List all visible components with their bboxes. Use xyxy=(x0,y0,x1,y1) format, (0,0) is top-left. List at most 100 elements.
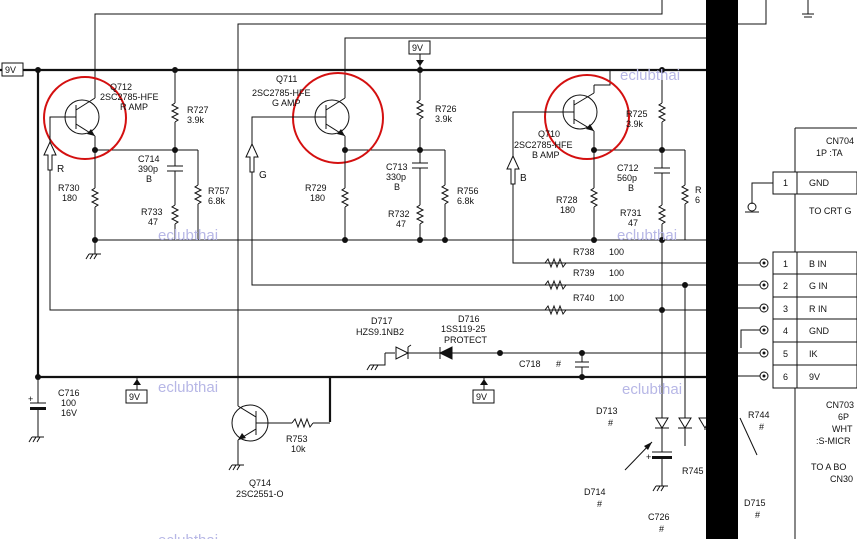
component-value: 3.9k xyxy=(435,114,453,124)
pin-number: 1 xyxy=(783,259,788,269)
component-function: PROTECT xyxy=(444,335,488,345)
pin-name: 9V xyxy=(809,372,820,382)
supply-label: 9V xyxy=(476,392,487,402)
series-resistors: R738 100 R739 100 R740 100 xyxy=(544,240,688,316)
pin-6: 6 9V xyxy=(738,371,820,382)
supply-label: 9V xyxy=(5,65,16,75)
connector-line: 6P xyxy=(838,412,849,422)
component-value: 47 xyxy=(148,217,158,227)
component-ref: R727 xyxy=(187,105,209,115)
component-type: B xyxy=(394,182,400,192)
component-value: 6 xyxy=(695,195,700,205)
connector-line: :S-MICR xyxy=(816,436,851,446)
arrow-label: G xyxy=(259,170,267,181)
pin-name: B IN xyxy=(809,259,827,269)
component-ref: R757 xyxy=(208,186,230,196)
component-part: HZS9.1NB2 xyxy=(356,327,404,337)
component-ref: D717 xyxy=(371,316,393,326)
svg-text:+: + xyxy=(646,452,651,462)
component-type: B xyxy=(146,174,152,184)
component-value: 6.8k xyxy=(208,196,226,206)
component-part: 2SC2551-O xyxy=(236,489,284,499)
supply-label: 9V xyxy=(412,43,423,53)
pin-name: IK xyxy=(809,349,818,359)
watermark: eclubthai xyxy=(158,379,218,396)
arrow-label: B xyxy=(520,173,527,184)
component-value: 100 xyxy=(61,398,76,408)
component-ref: R731 xyxy=(620,208,642,218)
component-ref: Q712 xyxy=(110,82,132,92)
component-ref: Q710 xyxy=(538,129,560,139)
connector-main: 1 B IN 2 G IN 3 R IN 4 GND 5 IK xyxy=(738,251,857,389)
component-value: 180 xyxy=(62,193,77,203)
component-ref: C718 xyxy=(519,359,541,369)
pin-name: G IN xyxy=(809,281,828,291)
component-value: 180 xyxy=(310,193,325,203)
connector-line: WHT xyxy=(832,424,853,434)
pin-5: 5 IK xyxy=(738,348,818,359)
component-ref: D714 xyxy=(584,487,606,497)
component-ref: R730 xyxy=(58,183,80,193)
connector-destination: TO A BO xyxy=(811,462,846,472)
highlight-circle xyxy=(544,74,630,160)
highlight-circle xyxy=(43,76,127,160)
component-ref: R753 xyxy=(286,434,308,444)
protection-diodes: D717 HZS9.1NB2 D716 1SS119-25 PROTECT xyxy=(356,314,714,371)
pin-number: 3 xyxy=(783,304,788,314)
component-part: 2SC2785-HFE xyxy=(514,140,573,150)
watermark: eclubthai xyxy=(158,227,218,244)
component-ref: R744 xyxy=(748,410,770,420)
lower-diode-array: + D713 # D714 # D715 # R744 # R745 C726 … xyxy=(584,285,770,534)
component-value: # xyxy=(556,359,561,369)
component-value: 390p xyxy=(138,164,158,174)
component-voltage: 16V xyxy=(61,408,77,418)
page-fold-shadow xyxy=(706,0,738,539)
component-value: # xyxy=(597,499,602,509)
pin-number: 1 xyxy=(783,178,788,188)
component-value: 6.8k xyxy=(457,196,475,206)
component-part: 2SC2785-HFE xyxy=(252,88,311,98)
supply-label: 9V xyxy=(129,392,140,402)
component-ref: C714 xyxy=(138,154,160,164)
component-ref: C716 xyxy=(58,388,80,398)
pin-4: 4 GND xyxy=(740,325,830,348)
component-value: # xyxy=(755,510,760,520)
watermark: eclubthai xyxy=(617,227,677,244)
connector-title: CN703 xyxy=(826,400,854,410)
component-ref: D716 xyxy=(458,314,480,324)
component-function: R AMP xyxy=(120,102,148,112)
connector-destination: CN30 xyxy=(830,474,853,484)
component-ref: R725 xyxy=(626,109,648,119)
top-wiring xyxy=(0,0,814,422)
component-type: B xyxy=(628,183,634,193)
connector-subtitle: 1P :TA xyxy=(816,148,843,158)
component-ref: R729 xyxy=(305,183,327,193)
component-value: 3.9k xyxy=(187,115,205,125)
component-ref: C713 xyxy=(386,162,408,172)
transistor-q710 xyxy=(557,70,611,150)
connector-cn703: CN703 6P WHT :S-MICR TO A BO CN30 xyxy=(811,400,854,484)
component-ref: D715 xyxy=(744,498,766,508)
component-ref: R xyxy=(695,185,702,195)
watermark: eclubthai xyxy=(622,381,682,398)
pin-name: R IN xyxy=(809,304,827,314)
component-part: 1SS119-25 xyxy=(441,324,485,334)
supply-9v-left: 9V xyxy=(1,62,41,77)
capacitor-c718: C718 # xyxy=(519,350,589,380)
watermarks: eclubthai eclubthai eclubthai eclubthai … xyxy=(158,67,682,539)
pin-name: GND xyxy=(809,326,830,336)
component-value: 330p xyxy=(386,172,406,182)
component-ref: Q711 xyxy=(276,74,297,84)
watermark: eclubthai xyxy=(158,532,218,539)
component-ref: R738 xyxy=(573,247,595,257)
component-value: 47 xyxy=(628,218,638,228)
arrow-g: G xyxy=(245,142,267,181)
component-value: 180 xyxy=(560,205,575,215)
b-amp-stage: B Q710 2SC2785-HFE B AMP R725 3.9k C712 … xyxy=(506,67,714,264)
svg-text:+: + xyxy=(28,394,33,404)
component-function: G AMP xyxy=(272,98,301,108)
transistor-q714: Q714 2SC2551-O R753 10k xyxy=(228,305,330,499)
g-amp-stage: G Q711 2SC2785-HFE G AMP R726 3.9k C713 … xyxy=(245,70,714,286)
connector-title: CN704 xyxy=(826,136,854,146)
